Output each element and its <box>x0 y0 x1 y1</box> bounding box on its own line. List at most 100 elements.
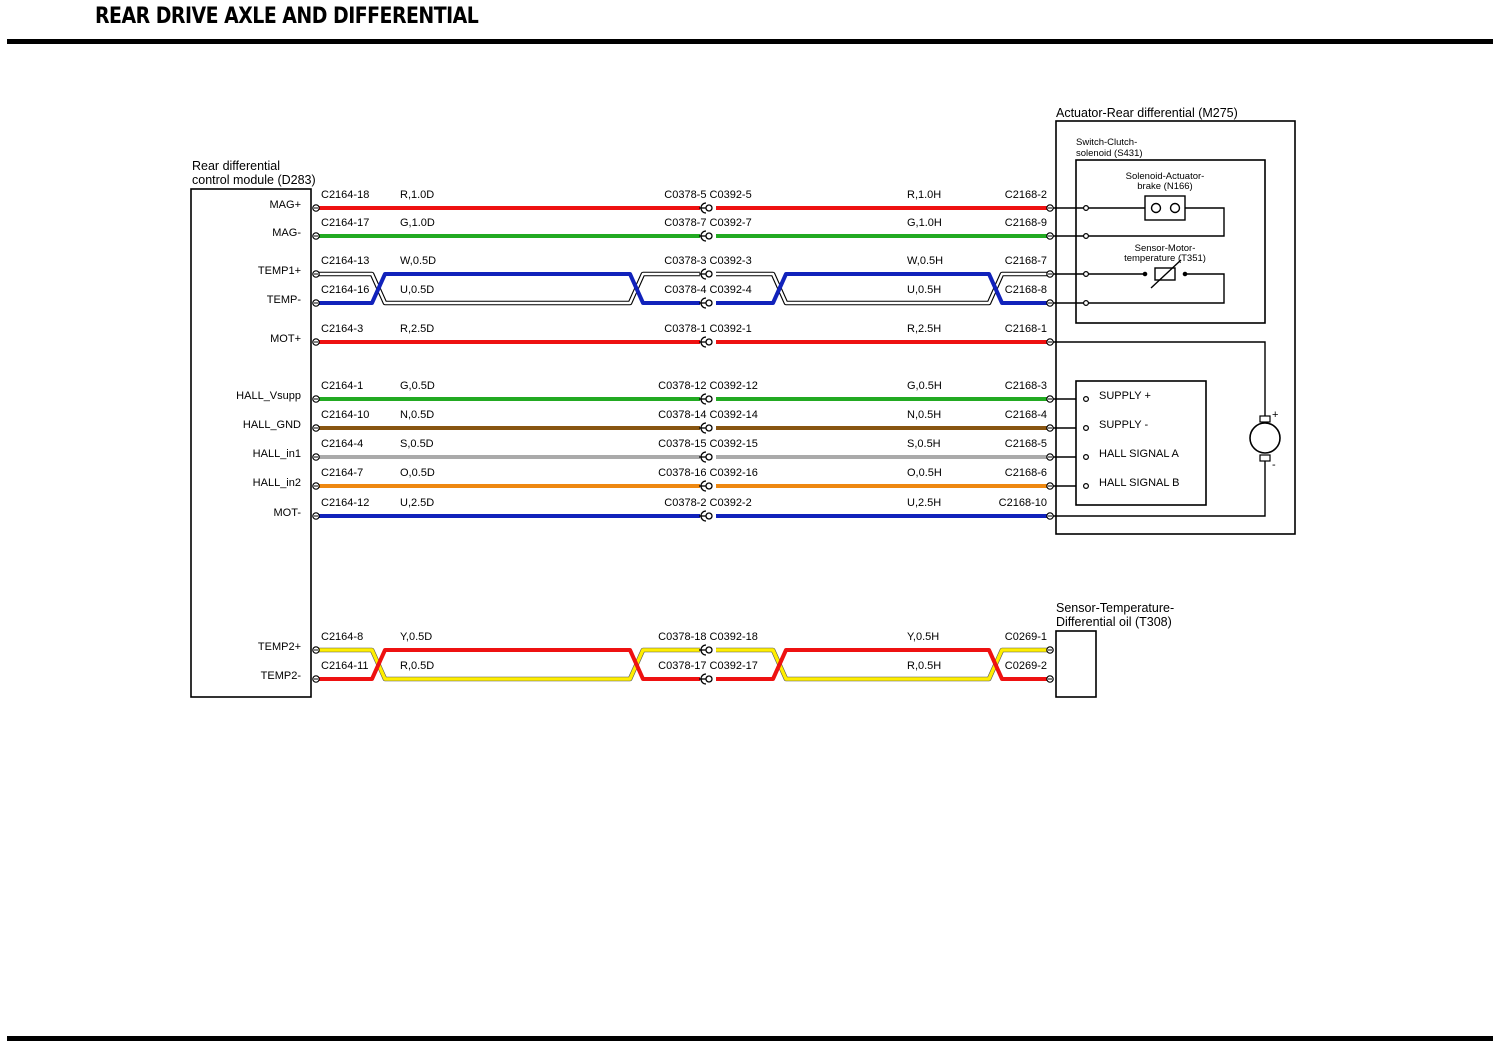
inline-connector-label: C0378-5 C0392-5 <box>664 189 751 201</box>
left-connector-label: C2164-13 <box>321 255 369 267</box>
terminal-symbol <box>312 646 320 654</box>
terminal-symbol <box>1046 512 1054 520</box>
actuator-internal-wiring <box>1050 207 1266 517</box>
inline-connector-symbol <box>699 336 713 348</box>
left-wire-spec-label: R,0.5D <box>400 660 434 672</box>
terminal-symbol <box>312 424 320 432</box>
left-wire-spec-label: N,0.5D <box>400 409 434 421</box>
pin-label: MAG- <box>272 227 301 239</box>
inline-connector-symbol <box>699 422 713 434</box>
terminal-symbol <box>312 395 320 403</box>
inline-connector-label: C0378-14 C0392-14 <box>658 409 758 421</box>
right-connector-label: C2168-7 <box>1005 255 1047 267</box>
left-wire-spec-label: O,0.5D <box>400 467 435 479</box>
terminal-symbol <box>1046 395 1054 403</box>
left-wire-spec-label: R,2.5D <box>400 323 434 335</box>
motor-symbol: + - <box>1249 409 1281 471</box>
terminal-symbol <box>312 204 320 212</box>
left-connector-label: C2164-17 <box>321 217 369 229</box>
right-connector-label: C0269-1 <box>1005 631 1047 643</box>
actuator-box <box>1055 120 1296 535</box>
left-wire-spec-label: U,0.5D <box>400 284 434 296</box>
right-wire-spec-label: O,0.5H <box>907 467 942 479</box>
thermistor-symbol <box>1142 259 1188 289</box>
page-title: REAR DRIVE AXLE AND DIFFERENTIAL <box>95 4 479 29</box>
right-connector-label: C2168-6 <box>1005 467 1047 479</box>
inline-connector-symbol <box>699 202 713 214</box>
terminal-symbol <box>1046 338 1054 346</box>
header-rule <box>7 39 1493 44</box>
solenoid-title-line2: brake (N166) <box>1137 181 1192 192</box>
right-connector-label: C2168-4 <box>1005 409 1047 421</box>
clutch-switch-title-line2: solenoid (S431) <box>1076 148 1143 159</box>
right-connector-label: C2168-10 <box>999 497 1047 509</box>
inline-connector-label: C0378-2 C0392-2 <box>664 497 751 509</box>
inline-connector-symbol <box>699 510 713 522</box>
inline-connector-label: C0378-4 C0392-4 <box>664 284 751 296</box>
inline-connector-label: C0378-18 C0392-18 <box>658 631 758 643</box>
inline-connector-symbol <box>699 393 713 405</box>
right-wire-spec-label: N,0.5H <box>907 409 941 421</box>
inline-connector-label: C0378-16 C0392-16 <box>658 467 758 479</box>
terminal-symbol <box>1046 424 1054 432</box>
internal-terminal-dot <box>1082 233 1089 240</box>
terminal-symbol <box>1046 232 1054 240</box>
left-wire-spec-label: R,1.0D <box>400 189 434 201</box>
left-wire-spec-label: U,2.5D <box>400 497 434 509</box>
clutch-switch-title-line1: Switch-Clutch- <box>1076 137 1137 148</box>
internal-terminal-dot <box>1082 300 1089 307</box>
right-wire-spec-label: U,2.5H <box>907 497 941 509</box>
left-connector-label: C2164-7 <box>321 467 363 479</box>
inline-connector-label: C0378-17 C0392-17 <box>658 660 758 672</box>
inline-connector-symbol <box>699 230 713 242</box>
terminal-symbol <box>1046 453 1054 461</box>
pin-label: TEMP2+ <box>258 641 301 653</box>
right-connector-label: C0269-2 <box>1005 660 1047 672</box>
solenoid-title-line1: Solenoid-Actuator- <box>1126 171 1205 182</box>
terminal-symbol <box>312 512 320 520</box>
left-connector-label: C2164-3 <box>321 323 363 335</box>
module-box <box>190 188 312 698</box>
inline-connector-symbol <box>699 268 713 280</box>
right-wire-spec-label: S,0.5H <box>907 438 941 450</box>
terminal-symbol <box>312 232 320 240</box>
pin-label: HALL_in1 <box>253 448 301 460</box>
terminal-symbol <box>312 453 320 461</box>
terminal-symbol <box>1046 482 1054 490</box>
right-connector-label: C2168-3 <box>1005 380 1047 392</box>
terminal-symbol <box>312 270 320 278</box>
inline-connector-label: C0378-7 C0392-7 <box>664 217 751 229</box>
right-connector-label: C2168-8 <box>1005 284 1047 296</box>
pin-label: MAG+ <box>270 199 301 211</box>
left-connector-label: C2164-10 <box>321 409 369 421</box>
left-wire-spec-label: G,0.5D <box>400 380 435 392</box>
inline-connector-symbol <box>699 644 713 656</box>
motor-plus-label: + <box>1272 409 1278 421</box>
inline-connector-symbol <box>699 673 713 685</box>
pin-label: HALL_Vsupp <box>236 390 301 402</box>
hall-pin-label: SUPPLY + <box>1099 390 1151 402</box>
hall-pin-label: HALL SIGNAL B <box>1099 477 1180 489</box>
left-wire-spec-label: W,0.5D <box>400 255 436 267</box>
footer-rule <box>7 1036 1493 1041</box>
right-connector-label: C2168-2 <box>1005 189 1047 201</box>
oil-temp-title-line2: Differential oil (T308) <box>1056 615 1172 629</box>
motor-minus-label: - <box>1272 459 1276 471</box>
inline-connector-label: C0378-1 C0392-1 <box>664 323 751 335</box>
pin-label: HALL_in2 <box>253 477 301 489</box>
hall-pin-label: SUPPLY - <box>1099 419 1148 431</box>
inline-connector-label: C0378-12 C0392-12 <box>658 380 758 392</box>
left-wire-spec-label: S,0.5D <box>400 438 434 450</box>
right-wire-spec-label: R,1.0H <box>907 189 941 201</box>
left-connector-label: C2164-12 <box>321 497 369 509</box>
hall-pin-label: HALL SIGNAL A <box>1099 448 1180 460</box>
left-connector-label: C2164-8 <box>321 631 363 643</box>
left-wire-spec-label: Y,0.5D <box>400 631 432 643</box>
left-connector-label: C2164-11 <box>321 660 369 672</box>
terminal-symbol <box>312 675 320 683</box>
right-wire-spec-label: R,0.5H <box>907 660 941 672</box>
module-title-line2: control module (D283) <box>192 173 316 187</box>
solenoid-brake-symbol <box>1144 195 1186 221</box>
clutch-switch-box <box>1075 159 1266 324</box>
